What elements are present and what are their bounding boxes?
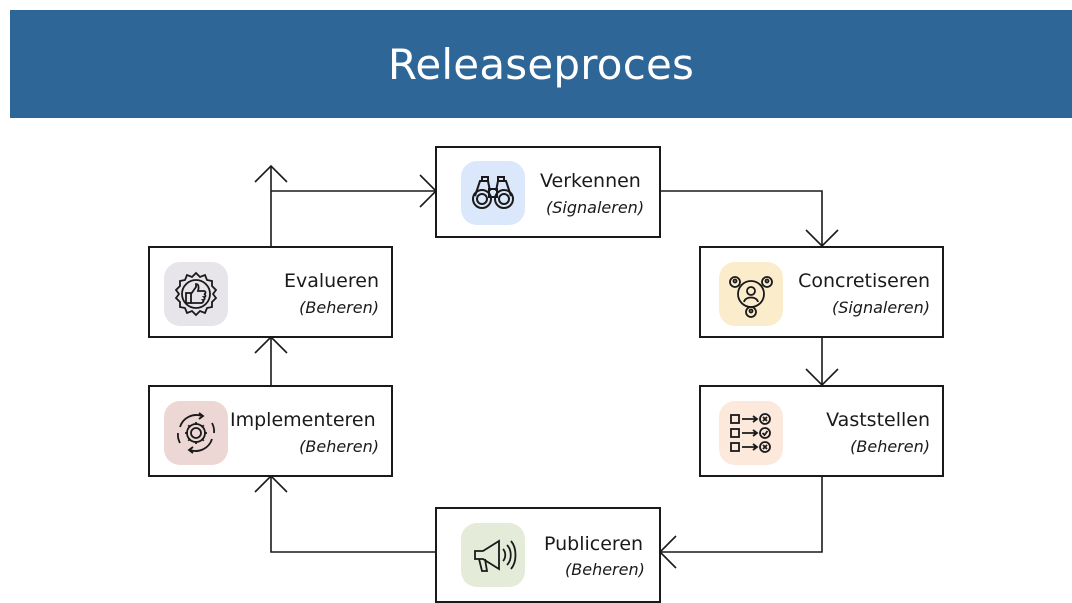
checklist-icon [719,401,783,465]
megaphone-icon [461,523,525,587]
step-vaststellen-label: Vaststellen [826,409,930,431]
step-evalueren-role: (Beheren) [299,298,379,317]
step-vaststellen: Vaststellen (Beheren) [699,385,944,477]
arrowhead-up-top [254,164,288,183]
step-evalueren: Evalueren (Beheren) [148,246,393,338]
step-publiceren: Publiceren (Beheren) [435,507,661,603]
step-evalueren-label: Evalueren [283,270,379,292]
step-verkennen: Verkennen (Signaleren) [435,146,661,238]
step-implementeren-role: (Beheren) [299,437,379,456]
connector-publiceren-implementeren [270,476,436,553]
network-people-icon [719,262,783,326]
step-publiceren-label: Publiceren [544,533,644,555]
step-concretiseren-role: (Signaleren) [831,298,930,317]
step-concretiseren-label: Concretiseren [798,270,930,292]
step-verkennen-label: Verkennen [540,170,641,192]
title-banner: Releaseproces [10,10,1072,118]
step-vaststellen-role: (Beheren) [850,437,930,456]
thumbs-up-badge-icon [164,262,228,326]
binoculars-icon [461,161,525,225]
connector-verkennen-concretiseren [660,190,823,246]
step-implementeren-label: Implementeren [230,409,376,431]
connector-vaststellen-publiceren [660,476,823,553]
step-publiceren-role: (Beheren) [565,560,645,579]
step-verkennen-role: (Signaleren) [546,198,645,217]
page-title: Releaseproces [387,39,695,89]
step-concretiseren: Concretiseren (Signaleren) [699,246,944,338]
step-implementeren: Implementeren (Beheren) [148,385,393,477]
gear-cycle-icon [164,401,228,465]
